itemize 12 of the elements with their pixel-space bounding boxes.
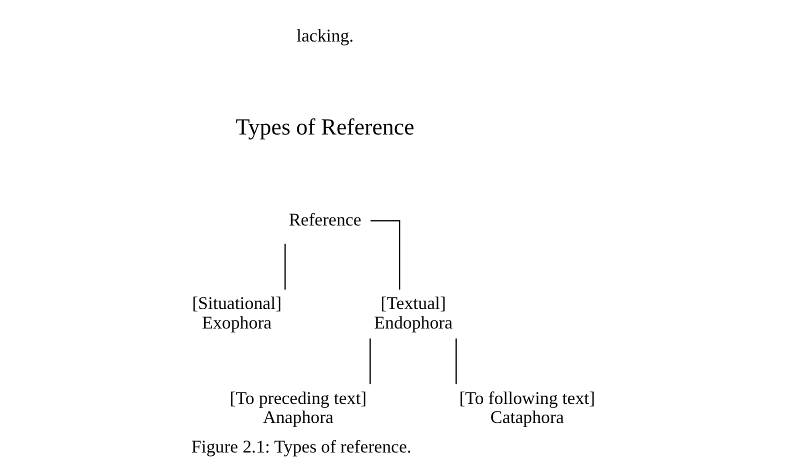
connector xyxy=(370,338,371,384)
node-text: [Textual] Endophora xyxy=(374,293,453,332)
node-text: [To preceding text] Anaphora xyxy=(230,388,367,428)
connector xyxy=(370,220,400,290)
node-text: [Situational] Exophora xyxy=(192,293,282,332)
diagram-title: Types of Reference xyxy=(236,113,414,140)
node-text: [To following text] Cataphora xyxy=(459,388,596,428)
node-text: Reference xyxy=(288,209,362,230)
connector xyxy=(456,338,457,384)
label: lacking. xyxy=(296,25,354,46)
caption: Figure 2.1: Types of reference. xyxy=(191,436,412,456)
connector xyxy=(284,244,286,290)
